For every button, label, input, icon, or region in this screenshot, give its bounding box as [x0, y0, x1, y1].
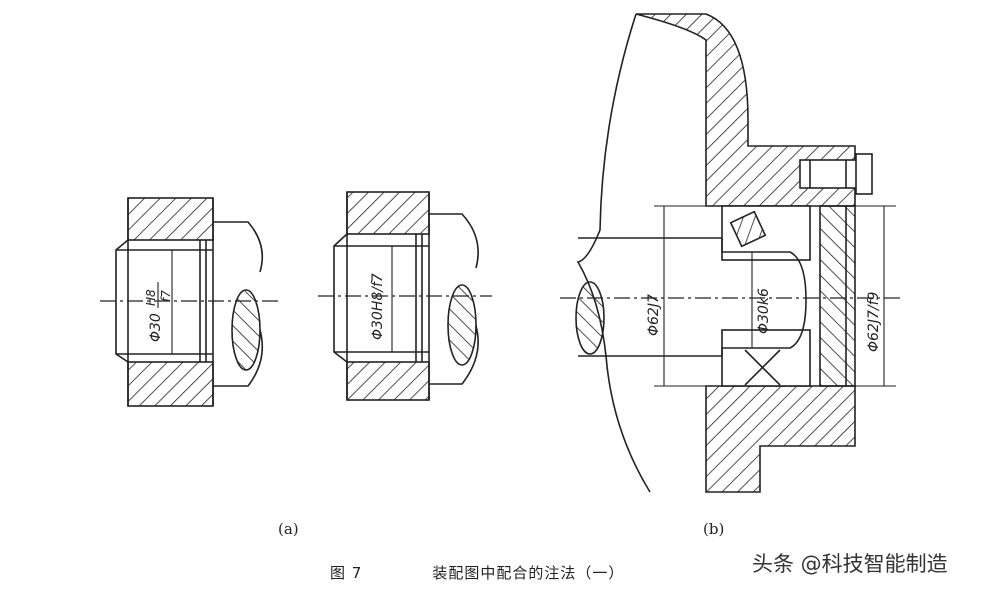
drawing-b: [560, 13, 900, 493]
shaft-break-section: [447, 284, 477, 366]
end-cover: [819, 205, 856, 387]
bolt: [799, 159, 859, 189]
housing-bottom-section: [346, 361, 430, 401]
shaft: [578, 237, 807, 357]
dim-a-left-symbol: Φ30: [148, 313, 164, 342]
dim-b-housing: Φ62J7: [646, 294, 662, 336]
figure-caption: 图 7 装配图中配合的注法（一）: [330, 562, 624, 583]
drawing-a-right: [318, 191, 492, 401]
dim-a-left-numerator: H8: [144, 289, 158, 306]
dim-a-left-denominator: f7: [159, 290, 173, 302]
watermark-text: 头条 @科技智能制造: [752, 552, 948, 576]
drawing-a-left: [100, 197, 278, 407]
shaft-break-section: [231, 289, 261, 371]
sub-label-b: (b): [703, 520, 725, 538]
dim-a-right: Φ30H8/f7: [370, 273, 386, 340]
figure-title: 装配图中配合的注法（一）: [432, 564, 625, 582]
bearing-outer: [721, 205, 811, 261]
housing-upper: [635, 13, 856, 207]
housing-lower: [705, 385, 856, 493]
bearing-inner: [721, 329, 811, 387]
casting-outline: [576, 13, 651, 493]
housing-top-section: [127, 197, 214, 241]
shaft-break-section: [575, 281, 605, 355]
figure-number: 图 7: [330, 564, 363, 582]
housing-bottom-section: [127, 361, 214, 407]
dim-b-cover: Φ62J7/f9: [866, 291, 882, 352]
dim-b-shaft: Φ30k6: [756, 288, 772, 334]
sub-label-a: (a): [278, 520, 299, 538]
housing-top-section: [346, 191, 430, 235]
